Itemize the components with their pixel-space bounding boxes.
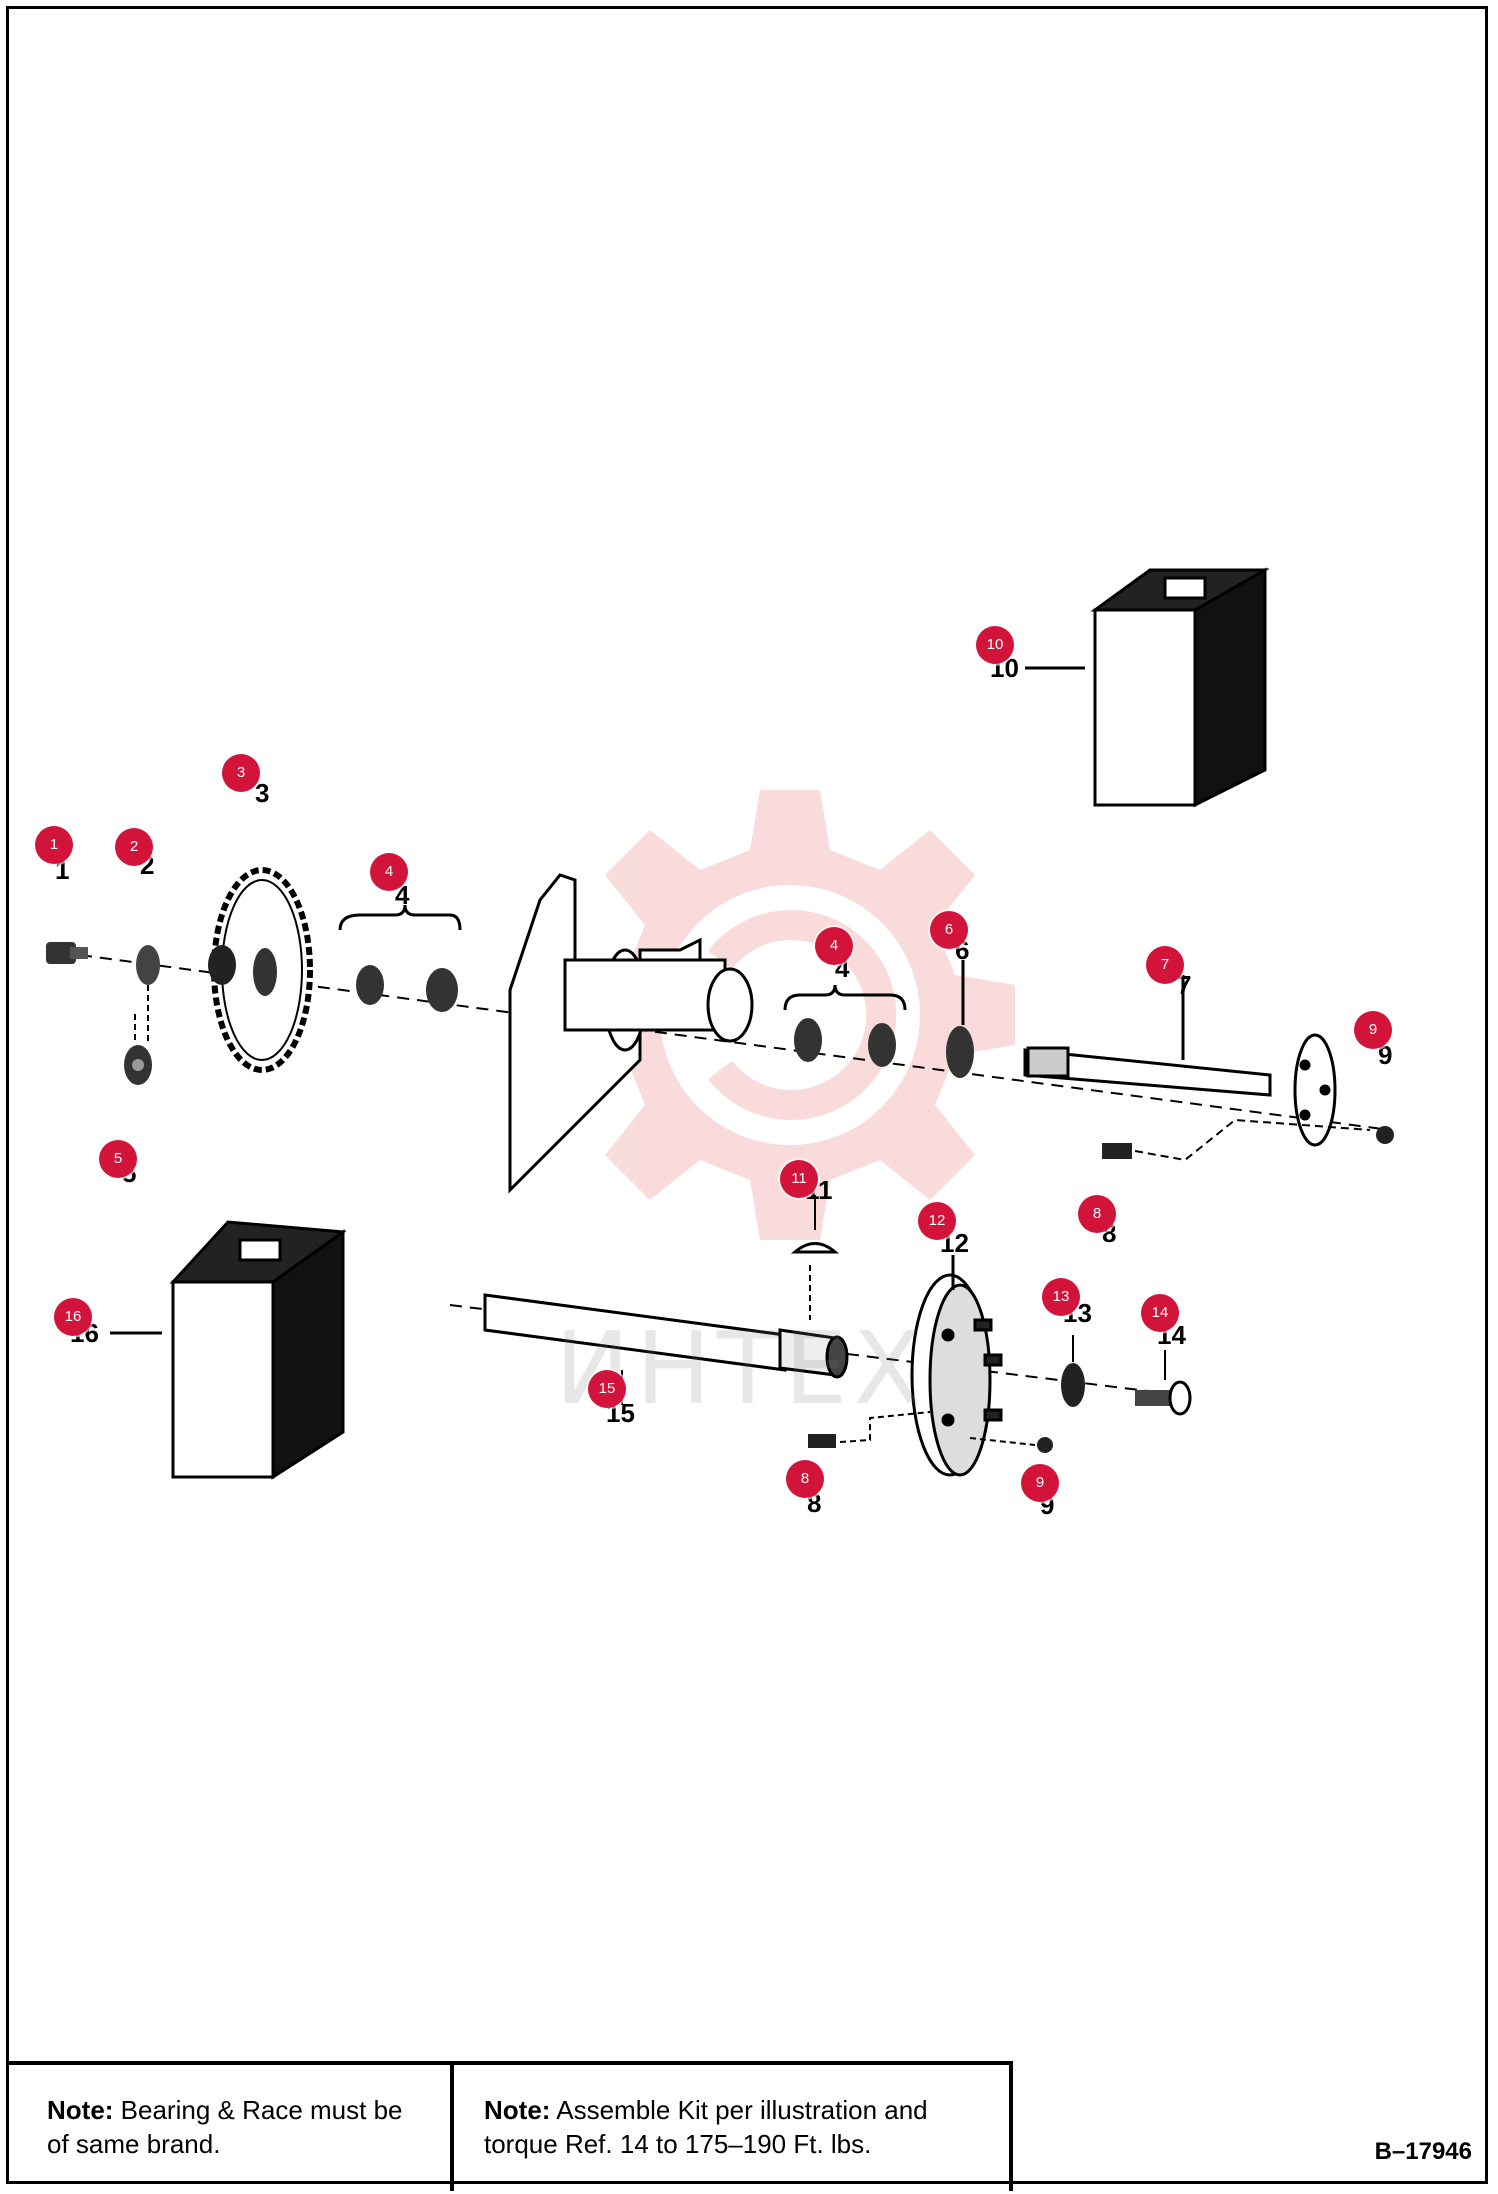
drawing-number: B–17946 (1374, 2138, 1472, 2165)
note-label: Note: (47, 2095, 114, 2125)
callout-badge-11[interactable]: 11 (780, 1160, 818, 1198)
callout-badge-1[interactable]: 1 (35, 826, 73, 864)
woodruff-key-part-11 (790, 1242, 840, 1254)
ref-number-3: 3 (255, 778, 270, 808)
note-assembly-torque: Note: Assemble Kit per illustration and … (454, 2065, 1009, 2191)
ref-number-7: 7 (1177, 970, 1192, 1000)
wheel-stud-part-8-lower (808, 1411, 931, 1448)
callout-badge-6[interactable]: 6 (930, 911, 968, 949)
callout-badge-4-left[interactable]: 4 (370, 853, 408, 891)
callout-badge-2[interactable]: 2 (115, 828, 153, 866)
note-text: Bearing & Race must be of same brand. (47, 2095, 403, 2159)
kit-box-part-10 (1090, 567, 1270, 808)
hub-part-12 (910, 1273, 1003, 1477)
bolt-part-14 (1135, 1380, 1192, 1416)
callout-badge-10[interactable]: 10 (976, 626, 1014, 664)
callout-badge-4-right[interactable]: 4 (815, 927, 853, 965)
washer-part-13 (1061, 1363, 1085, 1407)
callout-badge-12[interactable]: 12 (918, 1202, 956, 1240)
watermark-gear-logo (565, 790, 1015, 1240)
watermark-text: ИНТЕХ (555, 1310, 928, 1427)
drawing-frame (6, 6, 1488, 2184)
sprocket-part-3 (208, 867, 313, 1073)
callout-badge-14[interactable]: 14 (1141, 1294, 1179, 1332)
callout-badge-3[interactable]: 3 (222, 754, 260, 792)
shaft-part-15 (483, 1293, 849, 1379)
callout-badge-9-upper[interactable]: 9 (1354, 1011, 1392, 1049)
kit-box-part-16 (169, 1220, 347, 1480)
axle-part-7 (1023, 1033, 1337, 1147)
callout-badge-7[interactable]: 7 (1146, 946, 1184, 984)
lug-nut-part-9-upper (1376, 1126, 1394, 1144)
wheel-stud-part-8-upper (1102, 1118, 1371, 1162)
note-bearing-race: Note: Bearing & Race must be of same bra… (9, 2065, 454, 2191)
lug-nut-part-9-lower (1037, 1437, 1053, 1453)
callout-badge-16[interactable]: 16 (54, 1298, 92, 1336)
bolt-part-1 (46, 942, 88, 964)
note-label: Note: (484, 2095, 551, 2125)
callout-badge-9-lower[interactable]: 9 (1021, 1464, 1059, 1502)
washer-part-2 (136, 945, 160, 985)
callout-badge-13[interactable]: 13 (1042, 1278, 1080, 1316)
callout-badge-15[interactable]: 15 (588, 1370, 626, 1408)
callout-badge-8-upper[interactable]: 8 (1078, 1195, 1116, 1233)
seal-part-6 (946, 1026, 974, 1078)
axle-housing-bracket (508, 873, 754, 1194)
notes-table: Note: Bearing & Race must be of same bra… (9, 2061, 1013, 2191)
bearing-set-part-4-right (783, 984, 907, 1067)
note-text: Assemble Kit per illustration and torque… (484, 2095, 928, 2159)
callout-badge-8-lower[interactable]: 8 (786, 1460, 824, 1498)
ref-number-9-upper: 9 (1378, 1040, 1393, 1070)
bearing-set-part-4-left (338, 904, 462, 1012)
callout-badge-5[interactable]: 5 (99, 1140, 137, 1178)
